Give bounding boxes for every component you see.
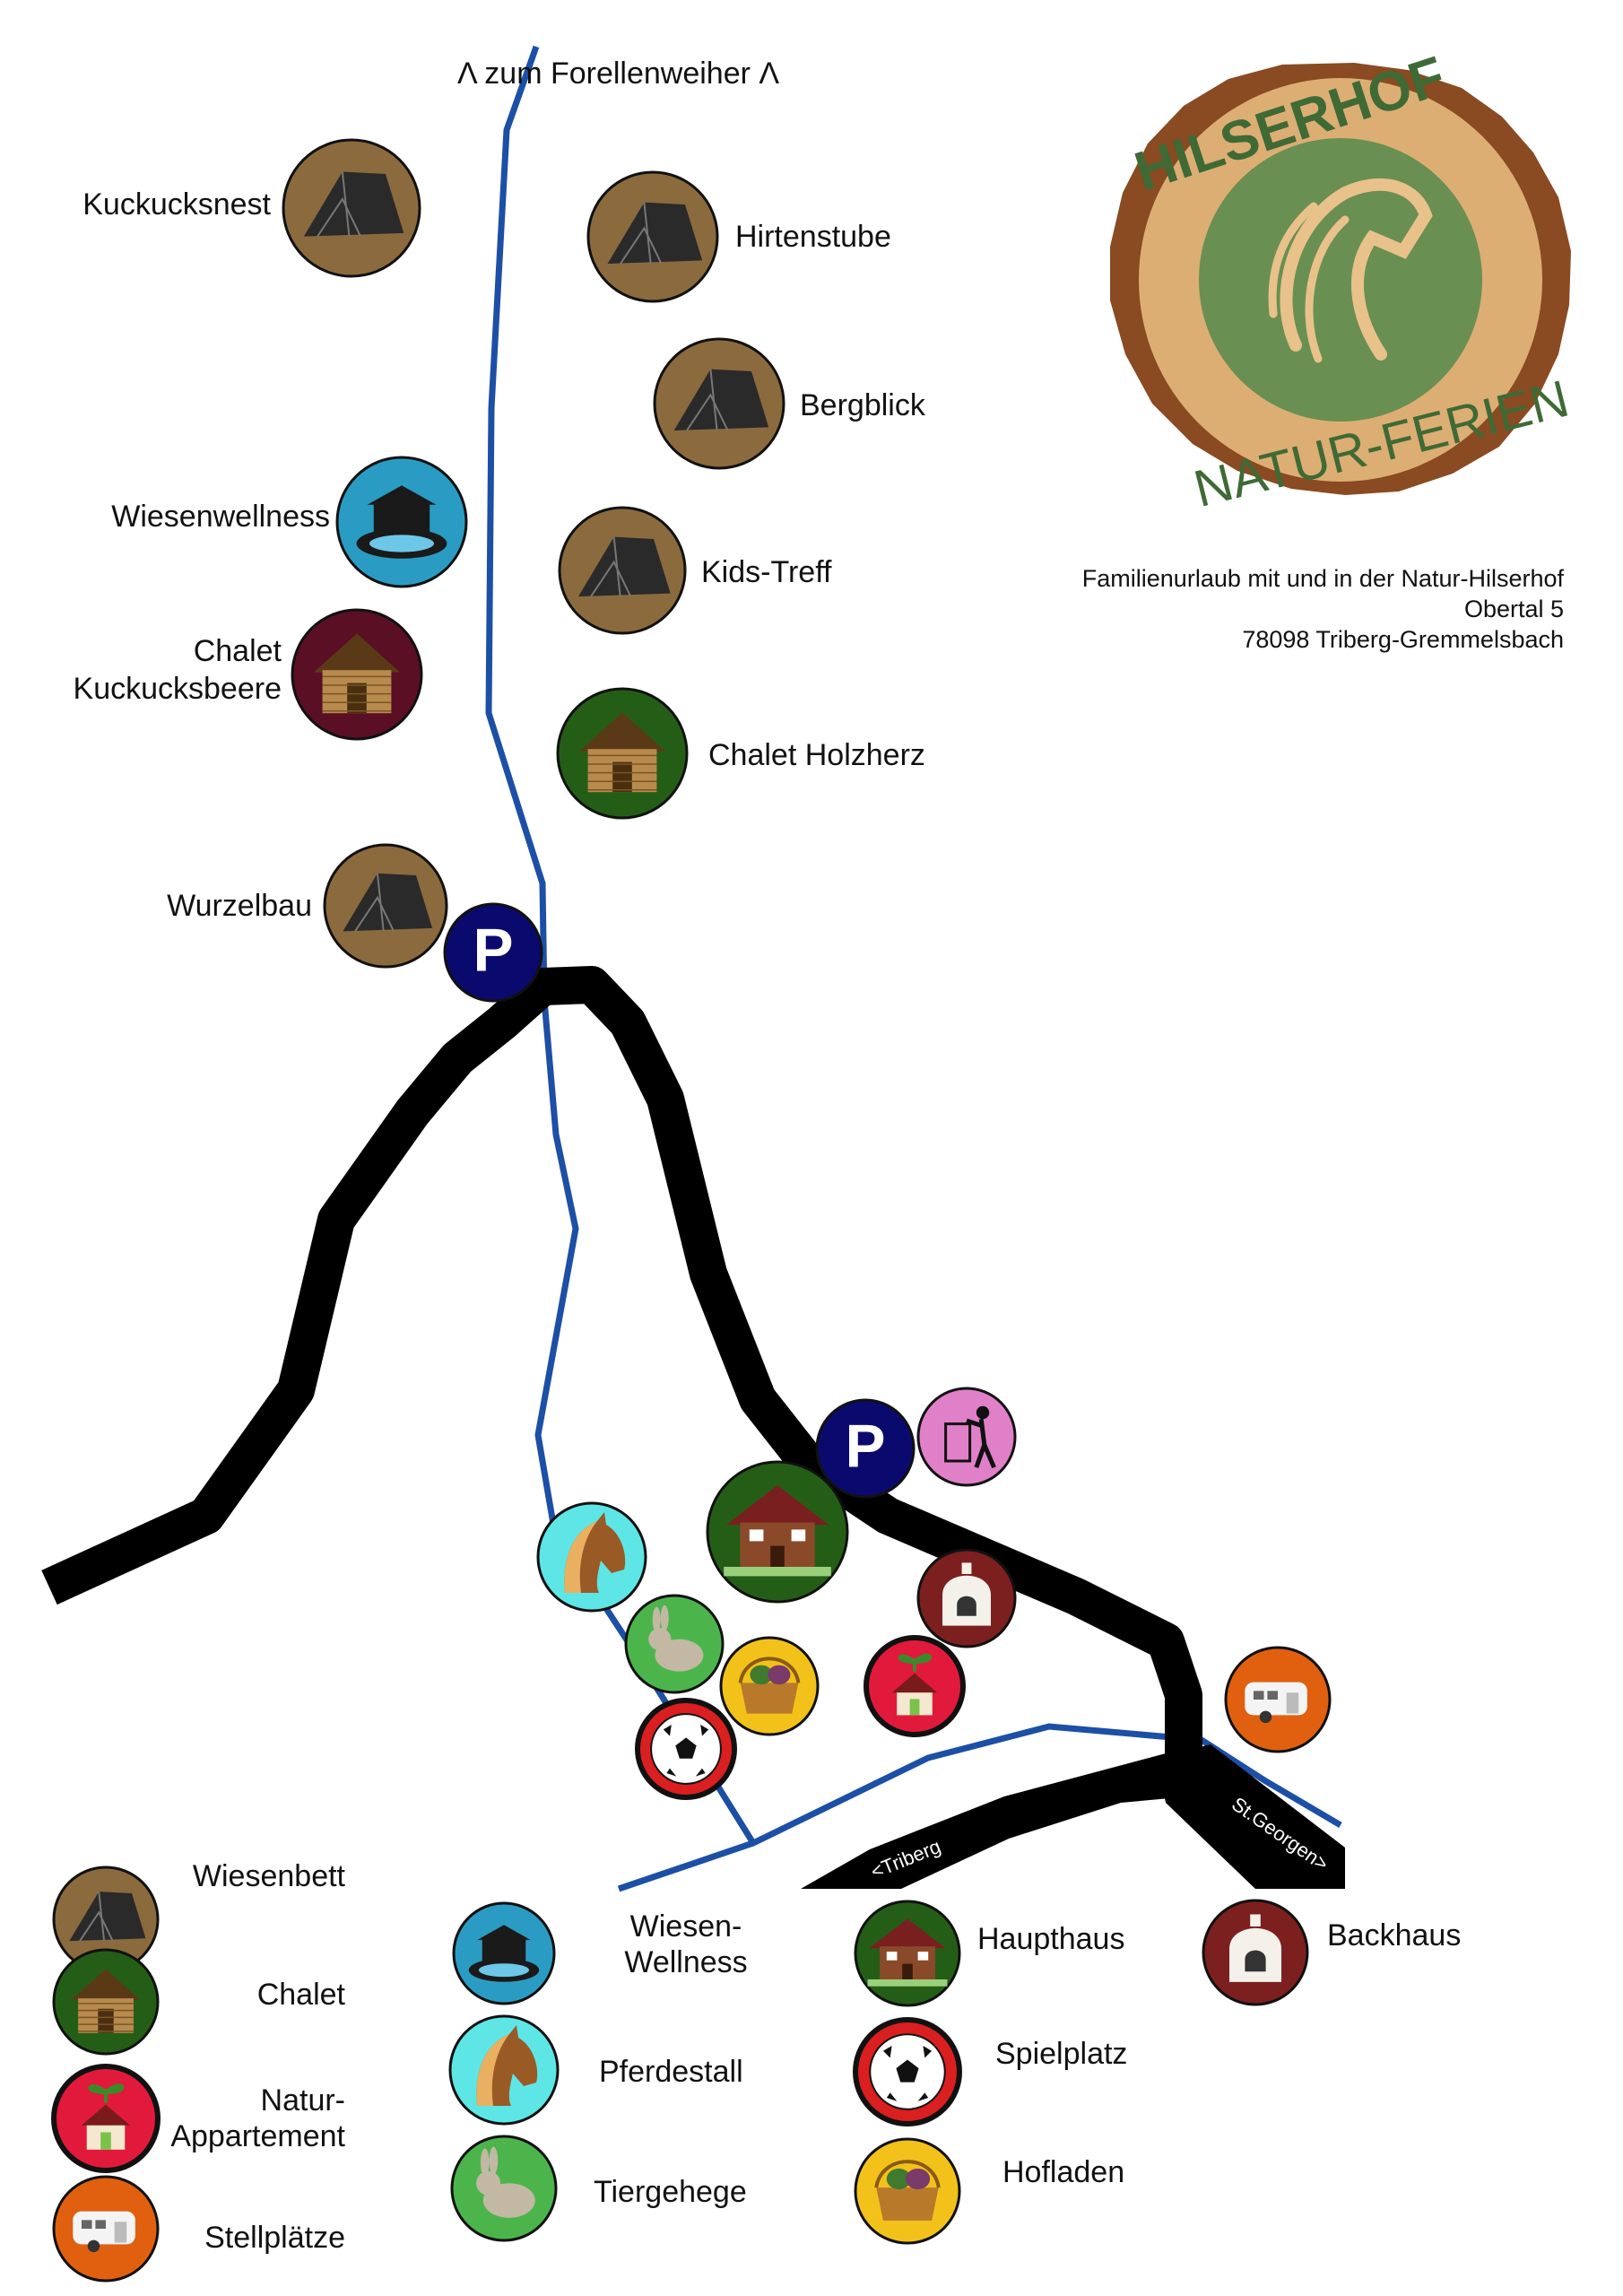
label-bergblick: Bergblick <box>800 388 925 422</box>
parking-icon-upper: P <box>443 902 543 1003</box>
legend-hofladen-icon <box>854 2137 961 2245</box>
legend-wiesen-label-line2: Wellness <box>624 1945 748 1979</box>
road-triberg <box>801 1753 1219 1889</box>
legend-pferdestall-icon <box>448 2014 560 2126</box>
tent-icon-hirtenstube <box>586 170 719 303</box>
legend-tiergehege-icon <box>450 2135 558 2242</box>
legend-natur-label-line1: Natur- <box>260 2083 345 2118</box>
label-hirtenstube: Hirtenstube <box>735 220 891 254</box>
legend-haupthaus-label: Haupthaus <box>977 1922 1125 1956</box>
legend-wiesenbett-label: Wiesenbett <box>192 1859 345 1893</box>
legend-tiergehege-label: Tiergehege <box>594 2175 747 2209</box>
legend-natur-label-line2: Appartement <box>170 2119 345 2153</box>
trash-icon <box>916 1387 1017 1487</box>
parking-icon-lower: P <box>815 1398 916 1499</box>
svg-text:P: P <box>473 918 513 985</box>
label-wurzelbau: Wurzelbau <box>167 889 312 923</box>
label-kuckucksnest: Kuckucksnest <box>82 187 271 222</box>
tent-icon-kids-treff <box>558 506 687 635</box>
road-st-georgen <box>1157 1744 1345 1889</box>
legend-backhaus-label: Backhaus <box>1327 1918 1462 1952</box>
tent-icon-kuckucksnest <box>282 138 421 278</box>
haupthaus-icon <box>706 1460 849 1604</box>
label-chalet-holzherz: Chalet Holzherz <box>708 738 925 772</box>
legend-wiesen-wellness-icon <box>452 1901 556 2005</box>
legend-spielplatz-label: Spielplatz <box>995 2037 1128 2071</box>
legend-spielplatz-icon <box>853 2017 962 2126</box>
road-main <box>41 966 1202 1762</box>
legend-hofladen-label: Hofladen <box>1002 2155 1125 2189</box>
wellness-icon-wiesenwellness <box>335 456 468 588</box>
address-line3: 78098 Triberg-Gremmelsbach <box>1242 626 1564 653</box>
legend-natur-appartement-icon <box>51 2064 161 2173</box>
hofladen-icon <box>719 1636 820 1736</box>
address-line2: Obertal 5 <box>1463 596 1564 622</box>
legend-wiesen-label-line1: Wiesen- <box>629 1909 742 1944</box>
svg-text:P: P <box>845 1413 885 1481</box>
label-wiesenwellness: Wiesenwellness <box>111 500 330 534</box>
pferdestall-icon <box>536 1501 647 1613</box>
legend-haupthaus-icon <box>854 1900 961 2007</box>
tent-icon-bergblick <box>653 337 785 470</box>
label-chalet-kuckucksbeere-line1: Chalet <box>193 634 282 668</box>
top-label: Λ zum Forellenweiher Λ <box>457 57 780 91</box>
icon-layer: PP <box>51 138 1332 2283</box>
tiergehege-icon <box>624 1594 725 1694</box>
natur-appartement-icon <box>864 1635 966 1737</box>
legend-chalet-label: Chalet <box>256 1978 345 2012</box>
legend-pferdestall-label: Pferdestall <box>599 2055 743 2089</box>
legend-stellplaetze-icon <box>52 2175 160 2283</box>
address-line1: Familienurlaub mit und in der Natur-Hils… <box>1081 565 1564 592</box>
chalet-icon-holzherz <box>556 687 689 820</box>
tent-icon-wurzelbau <box>323 843 448 969</box>
stellplatz-icon <box>1224 1646 1332 1753</box>
chalet-icon-kuckucksbeere <box>291 608 423 741</box>
label-chalet-kuckucksbeere-line2: Kuckucksbeere <box>73 672 282 706</box>
label-kids-treff: Kids-Treff <box>701 555 832 589</box>
stream-lower <box>617 1723 1342 1892</box>
legend-chalet-icon <box>52 1948 160 2056</box>
legend-wiesenbett-icon <box>52 1866 160 1973</box>
spielplatz-icon <box>635 1698 737 1800</box>
legend-stellplaetze-label: Stellplätze <box>204 2221 345 2255</box>
backhaus-icon <box>916 1548 1017 1648</box>
hilserhof-logo: HILSERHOF NATUR-FERIEN <box>1110 45 1575 518</box>
legend-backhaus-icon <box>1202 1899 1309 2006</box>
